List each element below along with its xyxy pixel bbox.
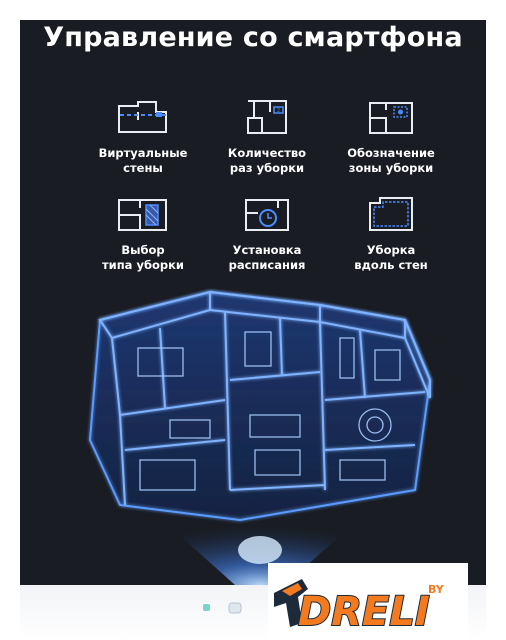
feature-cleaning-count: 2 Количество раз уборки (202, 98, 332, 176)
brand-tag: BY (428, 583, 445, 596)
cleaning-type-icon (118, 199, 167, 231)
cleaning-count-icon: 2 (247, 100, 287, 134)
brand-logo: DRELI BY (268, 563, 468, 640)
feature-label-line1: Обозначение (347, 146, 435, 160)
feature-schedule: Установка расписания (202, 195, 332, 273)
feature-label-line1: Уборка (366, 243, 416, 257)
feature-wall-cleaning: Уборка вдоль стен (326, 195, 456, 273)
feature-label-line2: зоны уборки (348, 161, 434, 175)
svg-text:2: 2 (277, 108, 280, 114)
feature-label-line2: стены (123, 161, 163, 175)
floorplan-illustration (88, 290, 432, 585)
feature-label-line2: расписания (228, 258, 306, 272)
virtual-walls-icon (118, 101, 167, 133)
feature-cleaning-type: Выбор типа уборки (78, 195, 208, 273)
brand-name: DRELI (298, 589, 430, 635)
feature-label-line1: Количество (227, 146, 307, 160)
feature-zone-marking: Обозначение зоны уборки (326, 98, 456, 176)
zone-marking-icon (369, 102, 413, 134)
feature-label-line1: Установка (232, 243, 302, 257)
device-indicators-icon (203, 602, 242, 614)
feature-label-line1: Выбор (121, 243, 165, 257)
feature-virtual-walls: Виртуальные стены (78, 98, 208, 176)
page-title: Управление со смартфона (43, 22, 463, 53)
feature-label-line2: раз уборки (229, 161, 305, 175)
schedule-icon (245, 199, 289, 231)
feature-label-line2: типа уборки (102, 258, 184, 272)
feature-label-line2: вдоль стен (354, 258, 428, 272)
feature-label-line1: Виртуальные (98, 146, 188, 160)
wall-cleaning-icon (369, 197, 413, 231)
hero-panel: Управление со смартфона Виртуальные стен… (20, 20, 486, 585)
